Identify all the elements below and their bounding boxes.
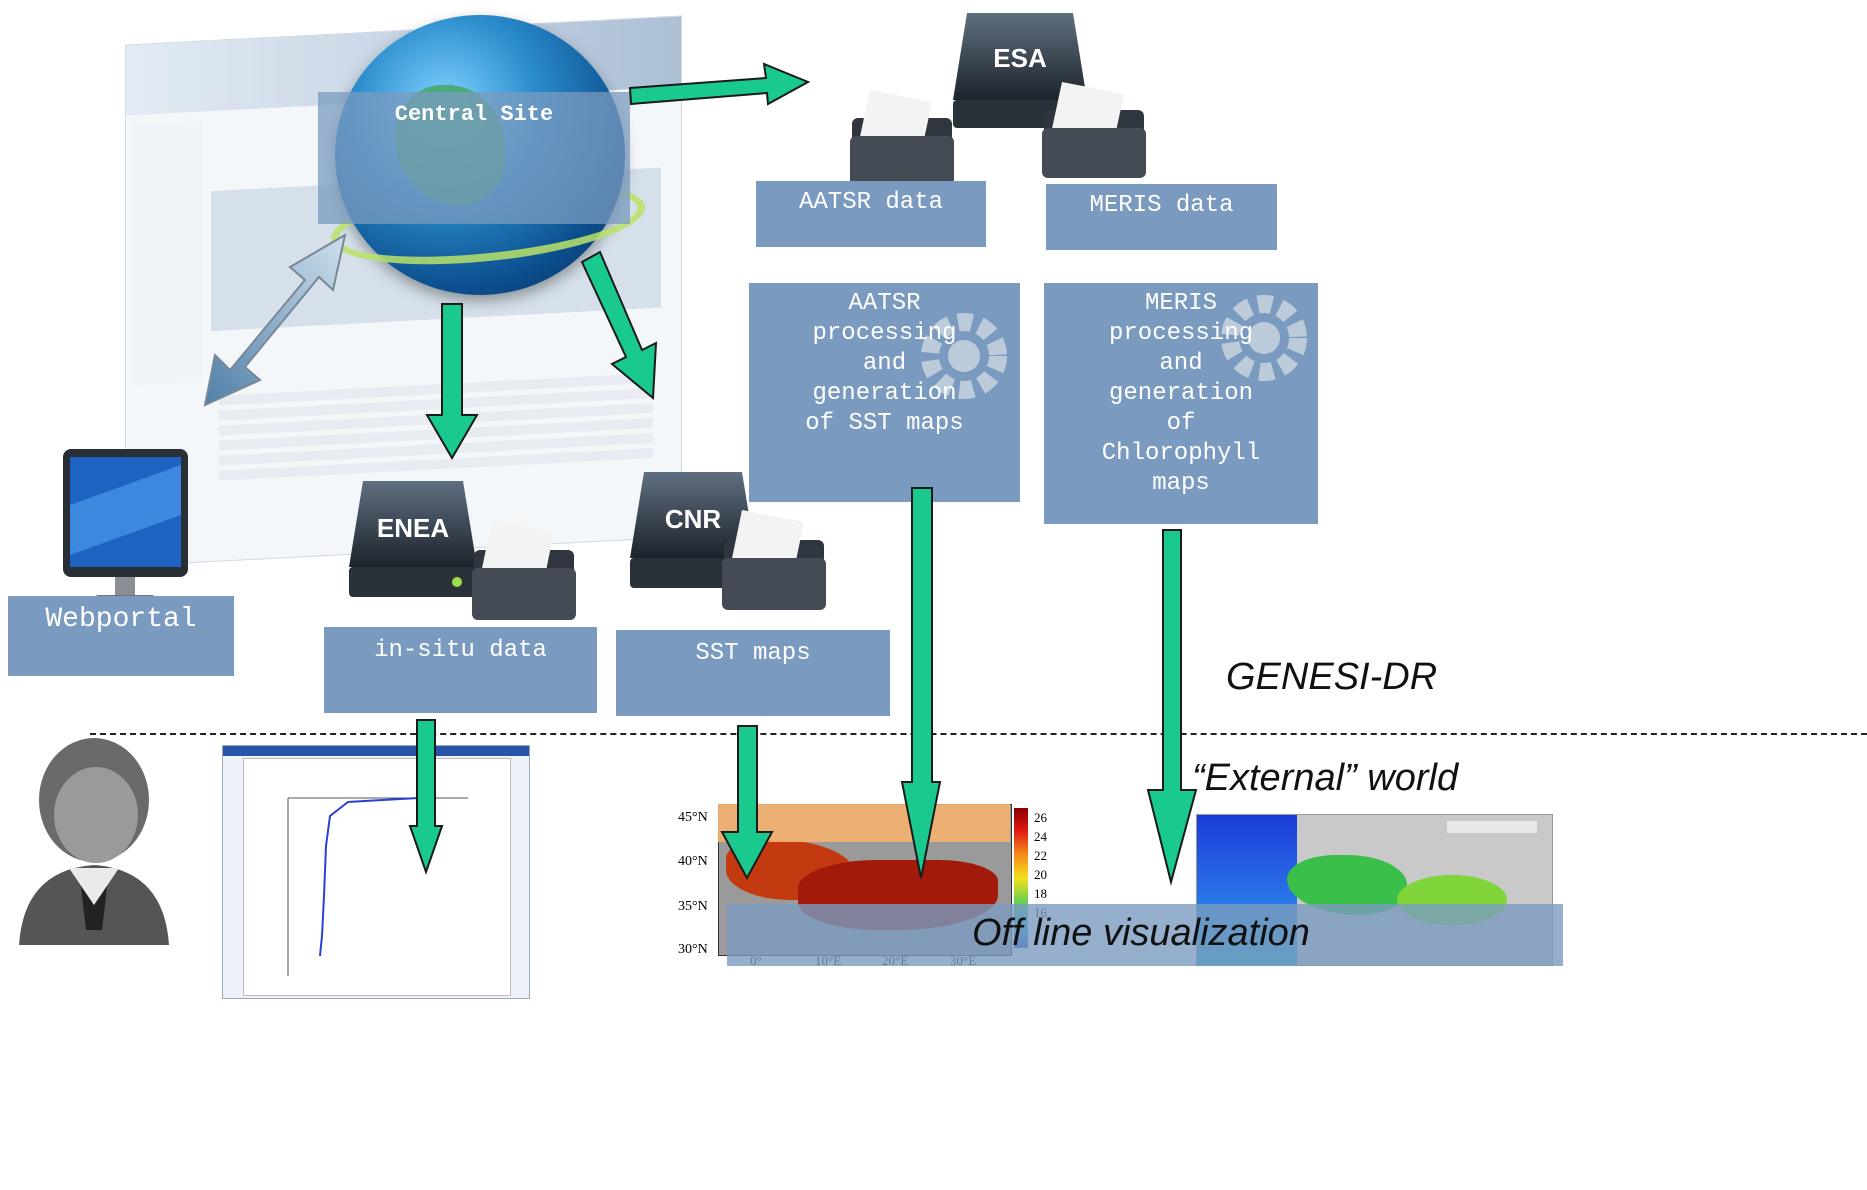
meris-processing-line: processing bbox=[1108, 320, 1254, 347]
aatsr-processing-line: AATSR bbox=[848, 290, 921, 317]
webportal-label: Webportal bbox=[45, 604, 197, 635]
genesi-dr-label: GENESI-DR bbox=[1226, 656, 1438, 698]
external-world-label: “External” world bbox=[1192, 757, 1459, 799]
meris-processing-line: generation bbox=[1108, 380, 1254, 407]
lat-label: 30°N bbox=[678, 942, 708, 957]
aatsr-data-box: AATSR data bbox=[756, 181, 986, 247]
folder-icon bbox=[472, 520, 576, 620]
folder-icon bbox=[1042, 82, 1146, 178]
colorbar-label: 26 bbox=[1034, 810, 1047, 825]
aatsr-processing-line: and bbox=[862, 350, 907, 377]
sst-maps-box: SST maps bbox=[616, 630, 890, 716]
cnr-label: CNR bbox=[664, 504, 722, 534]
meris-processing-line: maps bbox=[1152, 470, 1210, 497]
colorbar-label: 22 bbox=[1034, 848, 1047, 863]
esa-drive: ESA bbox=[945, 5, 1095, 130]
in-situ-data-label: in-situ data bbox=[374, 637, 547, 664]
drive-icon bbox=[349, 481, 477, 597]
esa-label: ESA bbox=[993, 43, 1047, 73]
meris-processing-line: and bbox=[1159, 350, 1203, 377]
lat-label: 35°N bbox=[678, 899, 708, 914]
aatsr-processing-box: AATSR processing and generation of SST m… bbox=[749, 283, 1020, 502]
profile-plot bbox=[222, 745, 530, 999]
colorbar-label: 20 bbox=[1034, 867, 1047, 882]
colorbar-label: 18 bbox=[1034, 886, 1047, 901]
central-site-box: Central Site bbox=[318, 92, 630, 224]
meris-processing-box: MERIS processing and generation of Chlor… bbox=[1044, 283, 1318, 524]
monitor-icon bbox=[63, 449, 188, 603]
meris-processing-line: MERIS bbox=[1144, 290, 1217, 317]
separator-line bbox=[90, 733, 1867, 735]
sst-maps-label: SST maps bbox=[695, 640, 811, 667]
meris-processing-line: Chlorophyll bbox=[1101, 440, 1261, 467]
enea-drive: ENEA bbox=[343, 475, 483, 600]
folder-icon bbox=[850, 90, 954, 186]
double-arrow bbox=[203, 232, 347, 407]
offline-visualization-label: Off line visualization bbox=[972, 912, 1310, 954]
lat-label: 45°N bbox=[678, 810, 708, 825]
offline-visualization-band bbox=[727, 904, 1563, 966]
meris-data-label: MERIS data bbox=[1089, 192, 1234, 219]
lat-label: 40°N bbox=[678, 854, 708, 869]
colorbar-label: 24 bbox=[1034, 829, 1047, 844]
enea-label: ENEA bbox=[376, 513, 450, 543]
meris-data-box: MERIS data bbox=[1046, 184, 1277, 250]
webportal-box: Webportal bbox=[8, 596, 234, 676]
aatsr-processing-line: processing bbox=[812, 320, 957, 347]
central-site-label: Central Site bbox=[394, 102, 554, 127]
user-icon bbox=[19, 738, 169, 945]
gear-icon bbox=[1221, 295, 1307, 381]
in-situ-data-box: in-situ data bbox=[324, 627, 597, 713]
folder-icon bbox=[722, 510, 826, 610]
aatsr-processing-line: of SST maps bbox=[805, 410, 964, 437]
arrow-meris-to-chl bbox=[1146, 529, 1198, 886]
meris-processing-line: of bbox=[1166, 410, 1196, 437]
profile-curve bbox=[287, 797, 468, 976]
gear-icon bbox=[921, 313, 1007, 399]
aatsr-data-label: AATSR data bbox=[798, 189, 944, 216]
aatsr-processing-line: generation bbox=[812, 380, 957, 407]
